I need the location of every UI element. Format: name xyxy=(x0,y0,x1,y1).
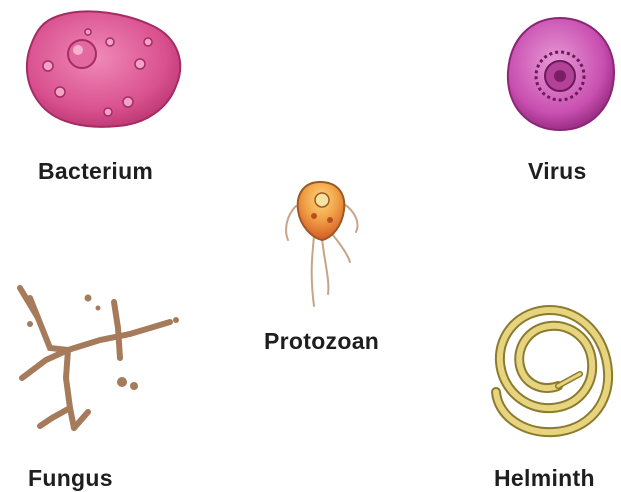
virus-label: Virus xyxy=(528,158,587,185)
bacterium-icon xyxy=(18,8,188,133)
protozoan-icon xyxy=(276,176,368,316)
protozoan-label: Protozoan xyxy=(264,328,379,355)
bacterium-label: Bacterium xyxy=(38,158,153,185)
virus-icon xyxy=(502,14,618,134)
fungus-label: Fungus xyxy=(28,465,113,492)
fungus-icon xyxy=(10,278,188,438)
helminth-icon xyxy=(484,296,618,442)
helminth-label: Helminth xyxy=(494,465,595,492)
